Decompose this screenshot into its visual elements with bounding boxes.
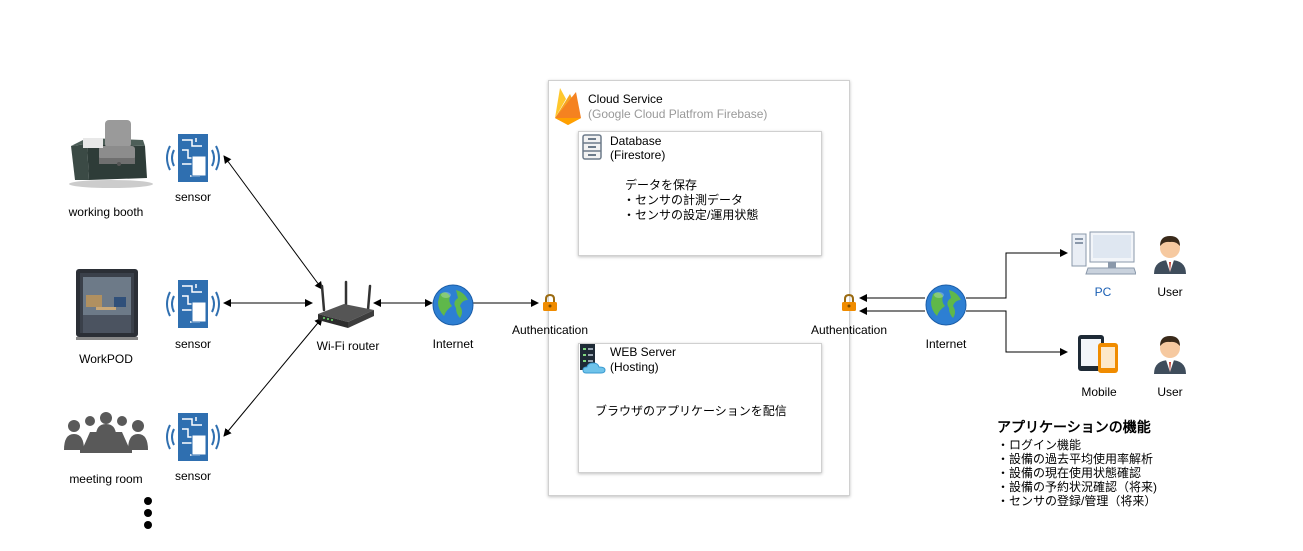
more-devices-dots [142, 496, 154, 535]
pc-label: PC [1094, 285, 1112, 299]
user-icon-pc [1152, 232, 1188, 279]
meeting-room-icon [60, 410, 152, 467]
user-label-pc: User [1157, 285, 1183, 299]
database-line-2: ・センサの計測データ [623, 193, 744, 207]
feature-item: ・設備の現在使用状態確認 [997, 466, 1142, 480]
feature-item: ・ログイン機能 [997, 438, 1082, 452]
authentication-label-right: Authentication [810, 323, 888, 337]
web-server-text: ブラウザのアプリケーションを配信 [595, 404, 787, 418]
mobile-icon [1076, 333, 1122, 380]
web-server-title: WEB Server [610, 345, 677, 359]
database-line-3: ・センサの設定/運用状態 [623, 208, 759, 222]
cloud-service-title: Cloud Service [588, 92, 663, 106]
sensor-label-1: sensor [174, 190, 212, 204]
sensor-icon-1 [162, 132, 224, 189]
features-title: アプリケーションの機能 [997, 419, 1151, 435]
mobile-label: Mobile [1081, 385, 1117, 399]
wifi-router-label: Wi-Fi router [316, 339, 380, 353]
firebase-icon [553, 86, 583, 131]
link-internet-mobile [966, 310, 1068, 356]
working-booth-icon [63, 118, 157, 195]
meeting-room-label: meeting room [69, 472, 143, 486]
globe-icon-left [432, 284, 474, 331]
lock-icon-left [542, 293, 558, 317]
database-box [578, 131, 822, 256]
link-sensor3-router [223, 317, 323, 437]
database-title: Database [610, 134, 662, 148]
pc-icon [1070, 230, 1137, 281]
globe-icon-right [925, 284, 967, 331]
user-icon-mobile [1152, 332, 1188, 379]
internet-label-left: Internet [432, 337, 474, 351]
database-line-1: データを保存 [625, 178, 698, 192]
web-server-icon [579, 343, 607, 380]
web-server-subtitle: (Hosting) [610, 360, 659, 374]
cloud-service-subtitle: (Google Cloud Platfrom Firebase) [588, 107, 768, 121]
feature-item: ・設備の過去平均使用率解析 [997, 452, 1154, 466]
link-sensor1-router [223, 155, 323, 290]
user-label-mobile: User [1157, 385, 1183, 399]
feature-item: ・設備の予約状況確認（将来) [997, 480, 1157, 494]
sensor-icon-3 [162, 411, 224, 468]
web-server-box [578, 343, 822, 473]
feature-item: ・センサの登録/管理（将来） [997, 494, 1157, 508]
features-list: ・ログイン機能 ・設備の過去平均使用率解析 ・設備の現在使用状態確認 ・設備の予… [997, 438, 1157, 508]
working-booth-label: working booth [68, 205, 144, 219]
sensor-label-2: sensor [174, 337, 212, 351]
lock-icon-right [841, 293, 857, 317]
workpod-label: WorkPOD [79, 352, 133, 366]
sensor-icon-2 [162, 278, 224, 335]
link-internet-pc [966, 249, 1068, 299]
sensor-label-3: sensor [174, 469, 212, 483]
workpod-icon [74, 267, 140, 346]
wifi-router-icon [314, 280, 378, 335]
internet-label-right: Internet [925, 337, 967, 351]
database-icon [582, 134, 602, 165]
authentication-label-left: Authentication [511, 323, 589, 337]
database-subtitle: (Firestore) [610, 148, 666, 162]
